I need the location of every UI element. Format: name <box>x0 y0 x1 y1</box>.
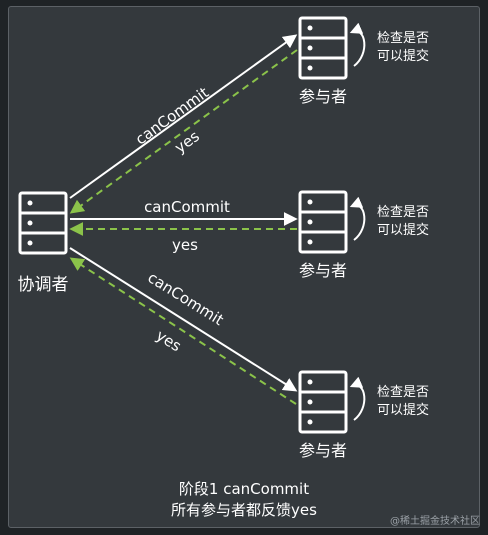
yes-arrow-1 <box>69 49 298 214</box>
caption-line2: 所有参与者都反馈yes <box>171 501 317 519</box>
participant-1-self-check-line2: 可以提交 <box>377 48 429 64</box>
participant-3-label: 参与者 <box>299 441 347 460</box>
cancommit-arrow-1 <box>69 34 298 199</box>
participant-3-server-icon <box>298 370 348 434</box>
cancommit-label-2: canCommit <box>144 198 230 216</box>
participant-2-self-check-line1: 检查是否 <box>377 205 429 220</box>
yes-arrow-3 <box>69 257 297 405</box>
participant-2-server-icon <box>298 190 348 254</box>
participant-3-self-check-arrow <box>349 376 366 421</box>
participant-3-self-check-line2: 可以提交 <box>377 402 429 418</box>
participant-1-self-check-arrow <box>349 22 366 67</box>
yes-label-1: yes <box>171 127 203 157</box>
cancommit-arrow-3 <box>69 247 298 392</box>
watermark: @稀土掘金技术社区 <box>390 516 480 527</box>
coordinator-label: 协调者 <box>18 275 69 295</box>
caption-line1: 阶段1 canCommit <box>179 480 309 498</box>
participant-1-label: 参与者 <box>299 87 347 106</box>
coordinator-server-icon <box>18 191 68 255</box>
participant-1-server-icon <box>298 16 348 80</box>
yes-label-3: yes <box>153 326 185 355</box>
participant-2-self-check-arrow <box>349 196 366 241</box>
participant-1-self-check-line1: 检查是否 <box>377 31 429 46</box>
yes-label-2: yes <box>172 236 198 254</box>
participant-2-label: 参与者 <box>299 261 347 280</box>
diagram-panel <box>8 6 480 528</box>
participant-3-self-check-line1: 检查是否 <box>377 385 429 400</box>
participant-2-self-check-line2: 可以提交 <box>377 222 429 238</box>
